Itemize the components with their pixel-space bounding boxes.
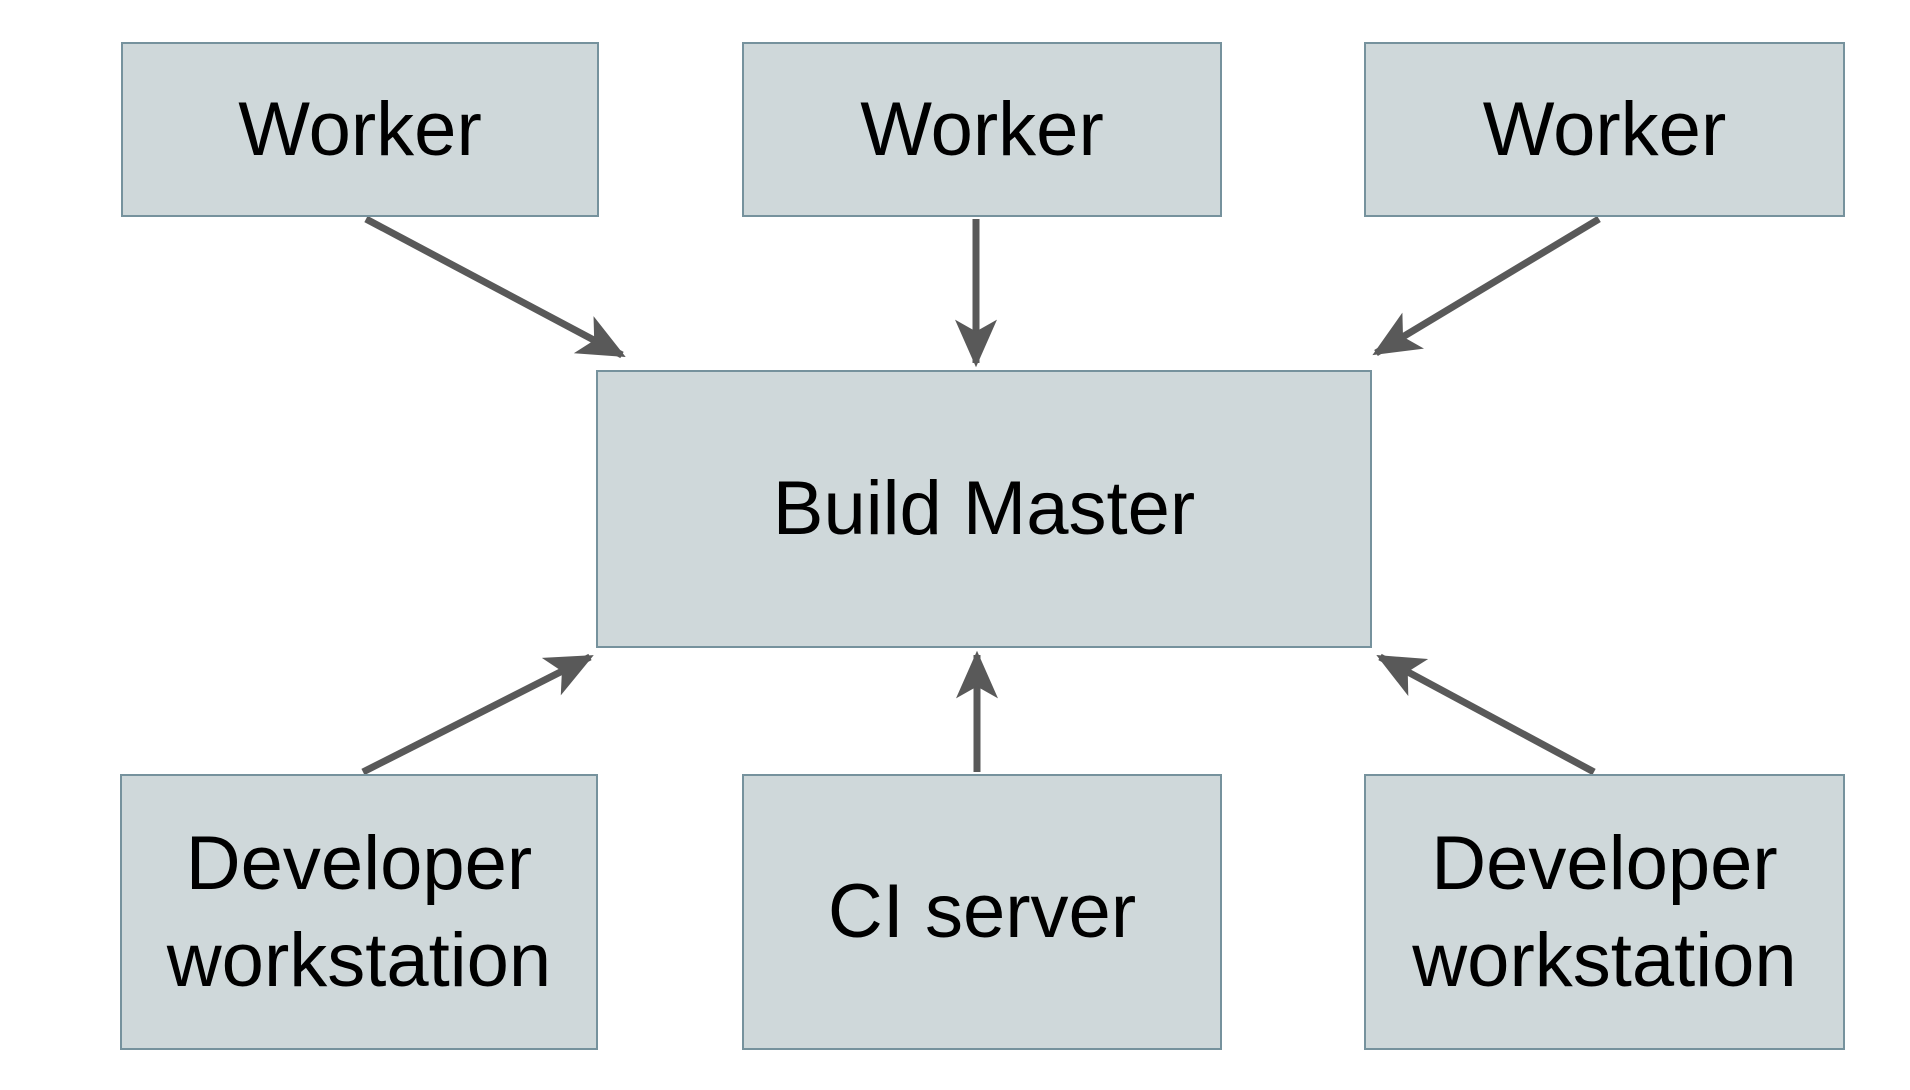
node-worker-2: Worker <box>742 42 1222 217</box>
node-developer-workstation-right-label: Developer workstation <box>1412 820 1797 1003</box>
arrow-dev-left-to-build-master <box>361 653 594 776</box>
node-build-master: Build Master <box>596 370 1372 648</box>
node-worker-3-label: Worker <box>1482 86 1727 172</box>
node-worker-2-label: Worker <box>860 86 1104 172</box>
node-worker-3: Worker <box>1364 42 1845 217</box>
node-ci-server: CI server <box>742 774 1222 1050</box>
node-developer-workstation-left: Developer workstation <box>120 774 598 1050</box>
node-worker-1-label: Worker <box>238 86 482 172</box>
arrow-dev-right-to-build-master <box>1376 653 1596 776</box>
node-ci-server-label: CI server <box>827 869 1137 955</box>
node-developer-workstation-left-label: Developer workstation <box>166 820 552 1003</box>
node-worker-1: Worker <box>121 42 599 217</box>
node-developer-workstation-right: Developer workstation <box>1364 774 1845 1050</box>
node-build-master-label: Build Master <box>772 466 1196 552</box>
arrow-worker1-to-build-master <box>364 215 626 359</box>
arrow-worker3-to-build-master <box>1372 215 1601 357</box>
